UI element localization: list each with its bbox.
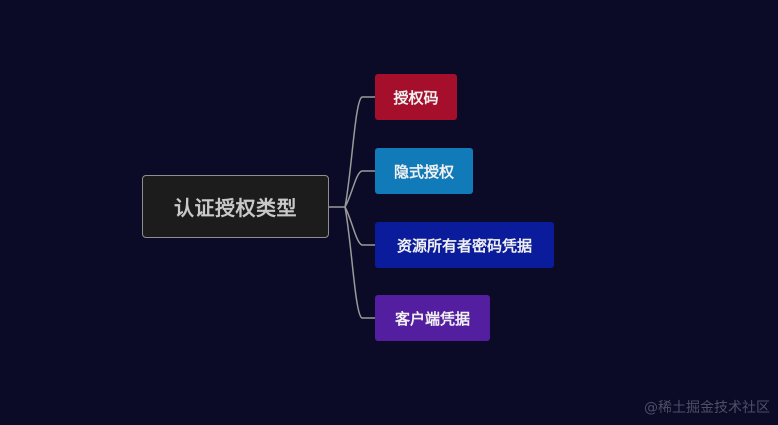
child-node-label: 授权码 bbox=[393, 88, 439, 107]
connector-to-child-2 bbox=[344, 206, 375, 246]
root-node-label: 认证授权类型 bbox=[174, 196, 297, 220]
watermark-text: @稀土掘金技术社区 bbox=[644, 400, 770, 416]
connector-to-child-3 bbox=[344, 206, 375, 319]
child-node-authorization-code[interactable]: 授权码 bbox=[375, 74, 457, 120]
root-node[interactable]: 认证授权类型 bbox=[142, 175, 329, 238]
child-node-label: 资源所有者密码凭据 bbox=[396, 236, 532, 255]
connector-to-child-1 bbox=[344, 170, 375, 208]
child-node-resource-owner-password[interactable]: 资源所有者密码凭据 bbox=[375, 222, 554, 268]
child-node-implicit-grant[interactable]: 隐式授权 bbox=[375, 148, 473, 194]
connector-to-child-0 bbox=[344, 96, 375, 208]
child-node-label: 隐式授权 bbox=[393, 162, 454, 181]
child-node-label: 客户端凭据 bbox=[394, 309, 470, 328]
child-node-client-credentials[interactable]: 客户端凭据 bbox=[375, 295, 490, 341]
